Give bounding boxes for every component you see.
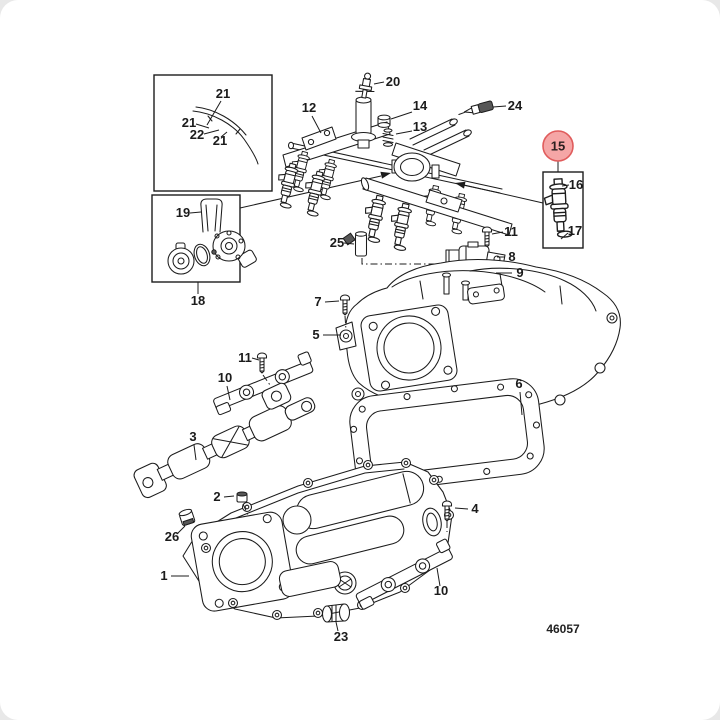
callout-21[interactable]: 21 (182, 115, 196, 130)
leader-line-6 (519, 391, 523, 416)
leader-line-13 (395, 130, 413, 135)
callout-5[interactable]: 5 (312, 327, 319, 342)
cable-inset (153, 74, 273, 192)
callout-18[interactable]: 18 (191, 293, 205, 308)
leader-line-11 (491, 231, 504, 235)
leader-line-14 (390, 111, 413, 120)
cable-inset-box (153, 74, 273, 192)
cap-14 (377, 114, 391, 128)
leader-line-11 (251, 357, 260, 361)
thermostat-housing (212, 230, 257, 268)
injector-inset (542, 171, 584, 249)
leader-line-2 (223, 495, 235, 498)
leader-line-19 (189, 211, 202, 214)
callout-10[interactable]: 10 (434, 583, 448, 598)
intake-manifold (335, 258, 621, 413)
arrow-to-throttle (380, 171, 391, 179)
highlight-label[interactable]: 15 (551, 139, 565, 154)
leader-line-25 (343, 242, 355, 245)
spring-13 (382, 128, 394, 147)
callout-19[interactable]: 19 (176, 205, 190, 220)
pan-cylinder (295, 515, 405, 565)
bore-flange (190, 511, 294, 612)
fuel-injector (384, 201, 416, 252)
callout-17[interactable]: 17 (568, 223, 582, 238)
callout-8[interactable]: 8 (508, 249, 515, 264)
bracket-3 (133, 382, 316, 499)
rail-elbow (350, 96, 377, 149)
callout-6[interactable]: 6 (515, 376, 522, 391)
leader-line-21 (195, 123, 210, 129)
retainer-clip (200, 198, 223, 233)
fitting-26 (178, 508, 196, 527)
callout-21[interactable]: 21 (216, 86, 230, 101)
drawing-number: 46057 (546, 622, 580, 636)
leader-line-4 (454, 507, 469, 510)
bolt-11 (481, 226, 493, 248)
leader-line-26 (177, 525, 186, 534)
thermostat-inset (151, 194, 257, 283)
plug-23 (321, 603, 351, 623)
plug-2 (236, 491, 249, 516)
callout-25[interactable]: 25 (330, 235, 344, 250)
fuel-rail-right (358, 118, 513, 252)
sensor-24 (458, 100, 494, 115)
fuel-rail-assembly (271, 72, 513, 252)
leader-line-17 (560, 232, 569, 240)
stud (441, 272, 471, 301)
callout-7[interactable]: 7 (314, 294, 321, 309)
leader-line-10 (436, 567, 441, 587)
leader-line-21 (220, 131, 228, 138)
callout-4[interactable]: 4 (471, 501, 479, 516)
leader-line-16 (561, 184, 570, 187)
leader-line-3 (193, 444, 197, 461)
callout-11[interactable]: 11 (238, 350, 252, 365)
leader-line-24 (492, 105, 507, 108)
lower-manifold (182, 457, 455, 621)
thermostat-oring (193, 243, 211, 267)
callout-2[interactable]: 2 (213, 489, 220, 504)
leader-line-12 (311, 115, 322, 134)
seal-bead (211, 249, 217, 255)
sensor-pad (467, 283, 505, 305)
throttle-flange (360, 304, 458, 392)
fitting-20 (355, 72, 375, 99)
callout-13[interactable]: 13 (413, 119, 427, 134)
leader-line-21 (206, 100, 222, 126)
leader-line-7 (324, 300, 340, 303)
leader-line-10 (226, 385, 231, 401)
bolt-11-left (256, 352, 268, 374)
callout-3[interactable]: 3 (189, 429, 196, 444)
callout-24[interactable]: 24 (508, 98, 523, 113)
callout-12[interactable]: 12 (302, 100, 316, 115)
callout-23[interactable]: 23 (334, 629, 348, 644)
callout-22[interactable]: 22 (190, 127, 204, 142)
callout-20[interactable]: 20 (386, 74, 400, 89)
highlight-circle[interactable] (542, 130, 574, 162)
callout-11[interactable]: 11 (504, 224, 518, 239)
callout-16[interactable]: 16 (569, 177, 583, 192)
leader-line-20 (373, 81, 385, 85)
callout-26[interactable]: 26 (165, 529, 179, 544)
callout-9[interactable]: 9 (516, 265, 523, 280)
thermostat (167, 242, 195, 275)
callout-10[interactable]: 10 (218, 370, 232, 385)
leader-line-23 (335, 621, 339, 632)
leader-line-22 (203, 129, 220, 135)
fitting-25 (342, 231, 451, 280)
callout-1[interactable]: 1 (160, 568, 167, 583)
callout-21[interactable]: 21 (213, 133, 227, 148)
bolt-7 (339, 294, 351, 316)
throttle-cable (192, 106, 259, 165)
mounting-ear-5 (335, 321, 357, 351)
callout-14[interactable]: 14 (413, 98, 428, 113)
